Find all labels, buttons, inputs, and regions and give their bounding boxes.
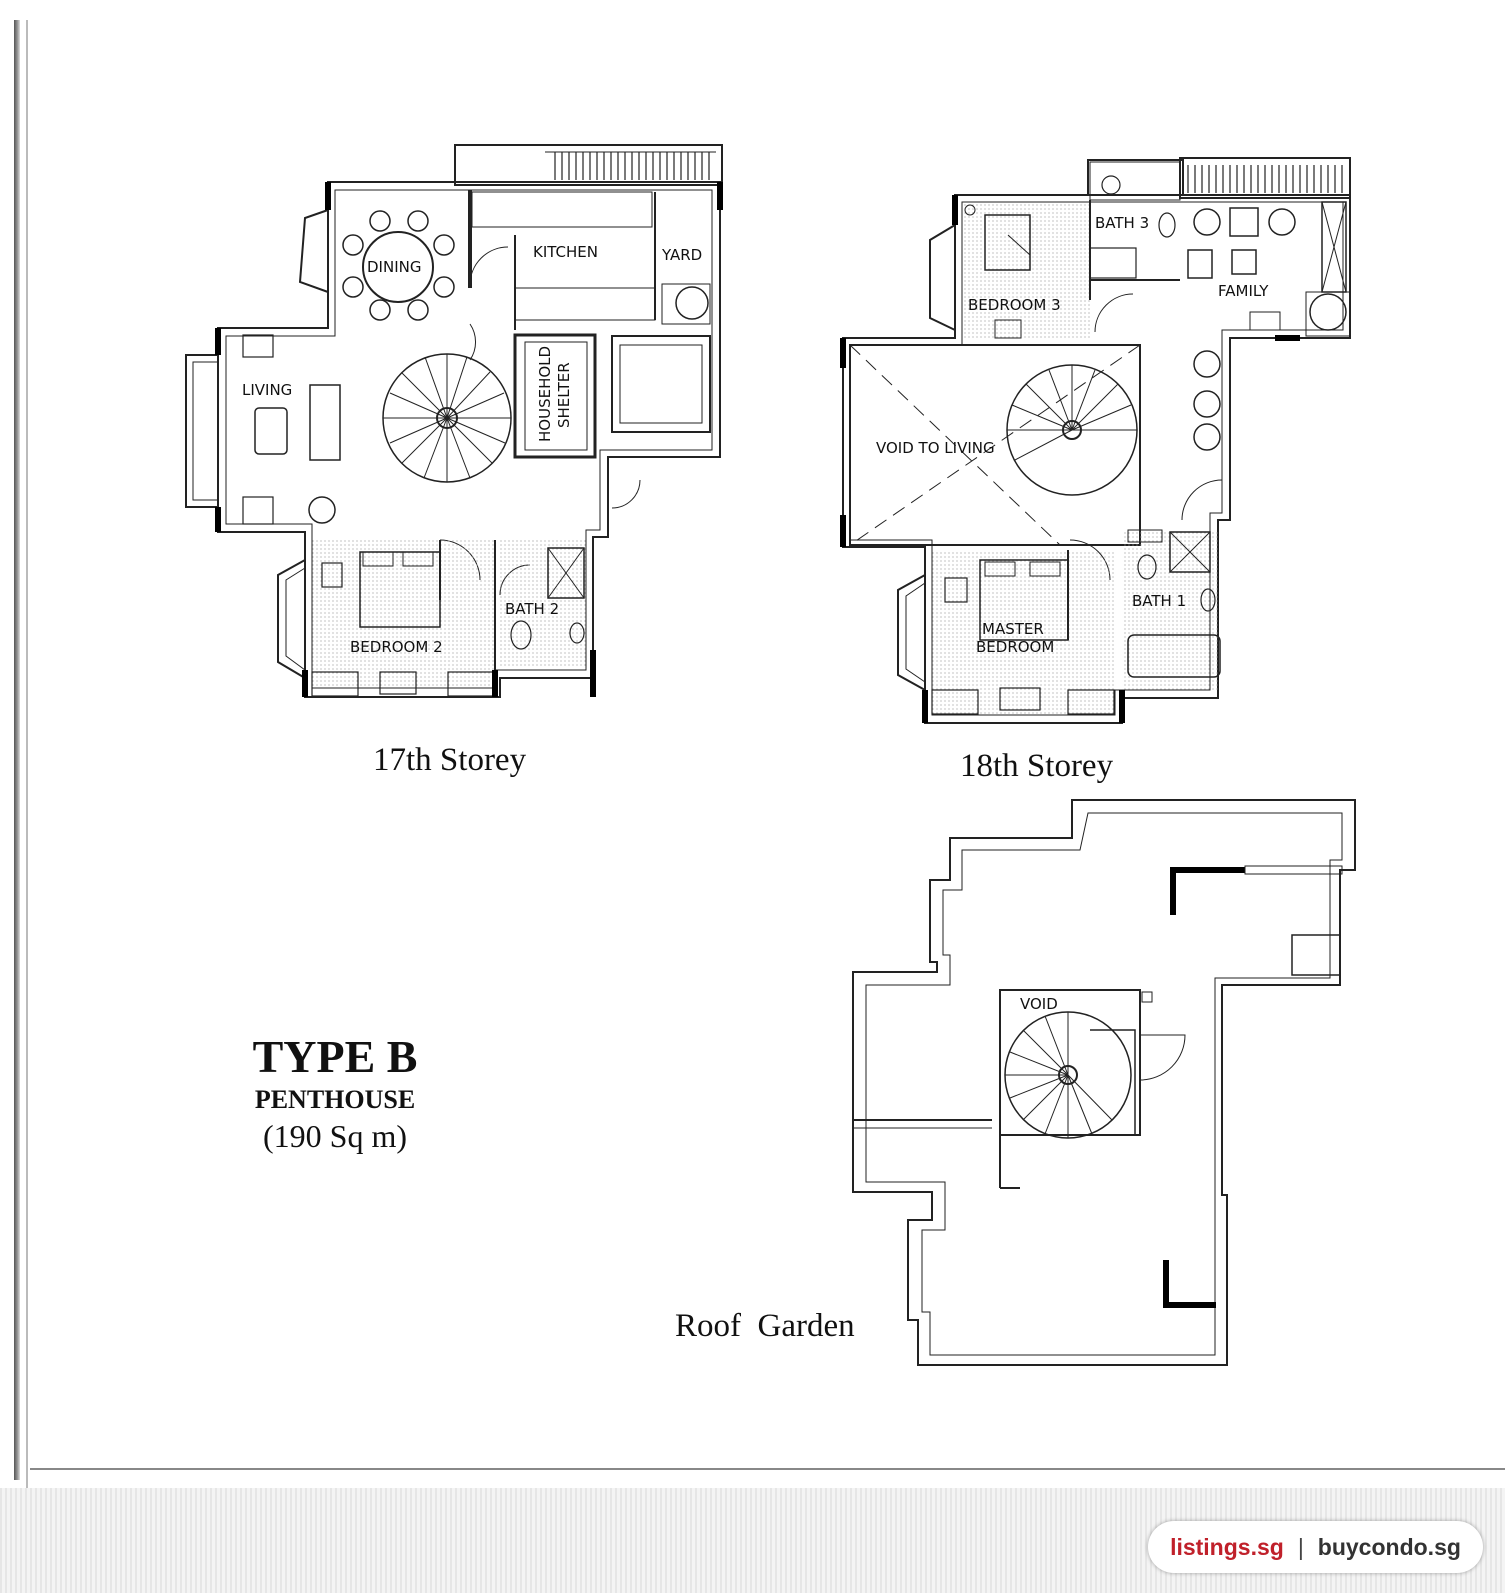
caption-17th-storey: 17th Storey — [373, 742, 527, 778]
type-subtitle: PENTHOUSE — [254, 1085, 416, 1114]
label-living: LIVING — [242, 381, 292, 399]
plan-17th-storey — [185, 144, 723, 698]
watermark-separator: | — [1297, 1533, 1304, 1560]
label-family: FAMILY — [1218, 282, 1269, 300]
watermark-buycondo: buycondo.sg — [1317, 1533, 1461, 1560]
type-area: (190 Sq m) — [263, 1118, 407, 1154]
label-bedroom-2: BEDROOM 2 — [350, 638, 443, 656]
scan-edge-left — [14, 20, 20, 1480]
label-household: HOUSEHOLD — [536, 346, 554, 442]
label-bedroom: BEDROOM — [976, 638, 1054, 656]
caption-18th-storey: 18th Storey — [960, 748, 1114, 784]
scan-edge-bottom-line — [30, 1468, 1505, 1470]
type-title: TYPE B — [252, 1031, 418, 1082]
label-kitchen: KITCHEN — [533, 243, 598, 261]
label-shelter: SHELTER — [555, 362, 573, 428]
watermark-badge: listings.sg | buycondo.sg — [1148, 1521, 1483, 1573]
label-bath-2: BATH 2 — [505, 600, 559, 618]
label-void-to-living: VOID TO LIVING — [876, 439, 995, 457]
watermark-listings: listings.sg — [1170, 1533, 1284, 1560]
label-bath-1: BATH 1 — [1132, 592, 1186, 610]
label-master: MASTER — [982, 620, 1044, 638]
label-void: VOID — [1020, 995, 1058, 1013]
label-dining: DINING — [367, 258, 421, 276]
plan-roof-garden — [852, 799, 1356, 1366]
label-bedroom-3: BEDROOM 3 — [968, 296, 1061, 314]
plan-18th-storey — [840, 157, 1351, 724]
label-bath-3: BATH 3 — [1095, 214, 1149, 232]
caption-roof-garden: Roof Garden — [675, 1308, 855, 1344]
scan-edge-line — [26, 20, 28, 1490]
label-yard: YARD — [661, 246, 702, 264]
